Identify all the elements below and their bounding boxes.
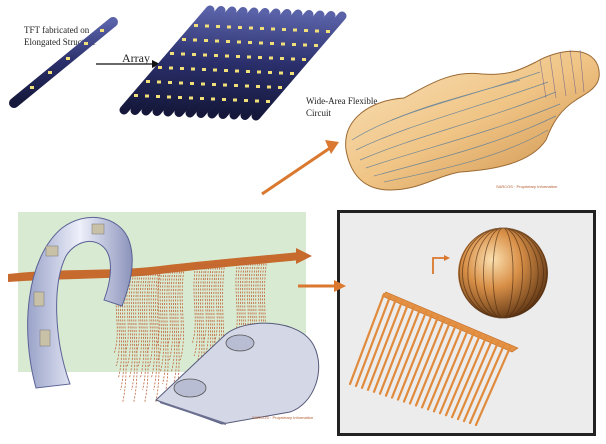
comb-tooth bbox=[350, 294, 384, 384]
proprietary-note-top: SARCOS · Proprietary Information bbox=[496, 184, 557, 189]
comb-tooth bbox=[404, 317, 438, 402]
comb-tooth bbox=[422, 325, 456, 408]
single-tft-rod bbox=[14, 22, 113, 103]
array-arrow bbox=[96, 60, 160, 68]
flexible-circuit-shape bbox=[346, 50, 600, 190]
orange-arrow-up bbox=[262, 140, 339, 194]
comb-tooth bbox=[428, 327, 462, 409]
comb-tooth bbox=[392, 312, 426, 398]
comb-tooth bbox=[386, 309, 420, 395]
comb-tooth bbox=[434, 330, 468, 412]
comb-tooth bbox=[362, 299, 396, 388]
proprietary-note-bottom: SARCOS · Proprietary Information bbox=[252, 415, 313, 420]
comb-tooth bbox=[446, 335, 480, 415]
comb-tooth bbox=[464, 342, 498, 421]
small-bent-arrow bbox=[433, 255, 450, 274]
comb-tooth bbox=[410, 320, 444, 404]
comb-tooth bbox=[452, 337, 486, 417]
striped-sphere bbox=[458, 228, 548, 318]
comb-tooth bbox=[374, 304, 408, 392]
comb-tooth bbox=[416, 322, 450, 405]
comb-tooth bbox=[380, 307, 414, 394]
comb-tooth bbox=[398, 314, 432, 399]
comb-tooth bbox=[368, 302, 402, 390]
comb-tooth bbox=[470, 345, 504, 423]
comb-tooth bbox=[476, 348, 510, 425]
comb-tooth bbox=[356, 297, 390, 386]
comb-tooth bbox=[458, 340, 492, 419]
comb-tooth bbox=[440, 332, 474, 413]
